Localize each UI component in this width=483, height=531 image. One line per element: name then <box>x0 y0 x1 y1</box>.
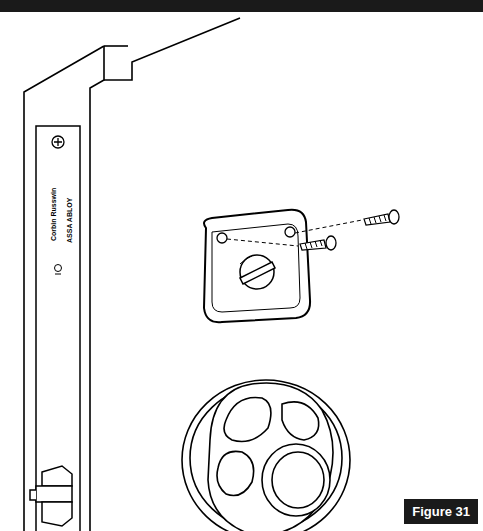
screws <box>227 210 399 250</box>
faceplate <box>36 126 80 531</box>
latch-bolt <box>30 466 72 526</box>
knob <box>182 380 350 531</box>
top-band <box>0 0 483 12</box>
figure-tag: Figure 31 <box>404 499 478 524</box>
brand-text: Corbin Russwin <box>50 187 57 240</box>
brand-text: ASSA ABLOY <box>66 197 73 242</box>
figure-number: Figure 31 <box>412 504 470 519</box>
thumbturn-plate <box>204 210 310 322</box>
